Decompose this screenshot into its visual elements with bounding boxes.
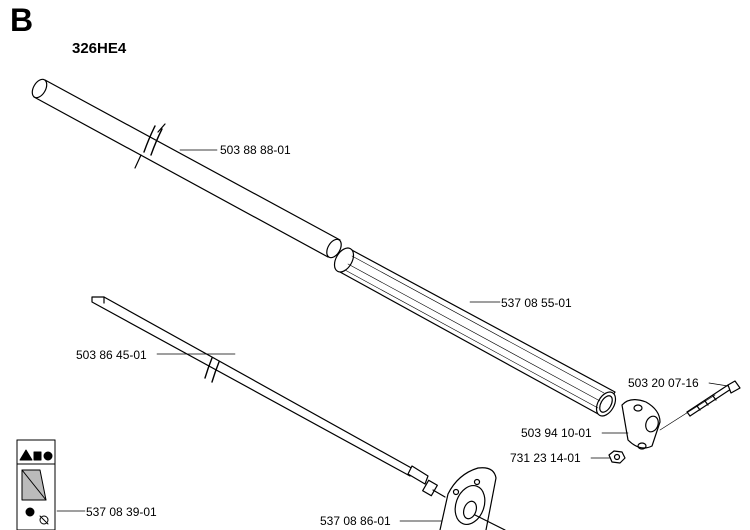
part-label-bolt: 503 20 07-16 <box>628 376 699 390</box>
part-label-tube-upper: 503 88 88-01 <box>220 143 291 157</box>
part-label-tube-sleeve: 537 08 55-01 <box>501 296 572 310</box>
tube-sleeve <box>333 247 617 417</box>
part-label-drive-shaft: 503 86 45-01 <box>76 348 147 362</box>
section-letter: B <box>10 2 34 38</box>
clamp <box>621 394 716 450</box>
model-title: 326HE4 <box>72 40 127 57</box>
part-label-gear-cover: 537 08 86-01 <box>320 514 391 528</box>
nut <box>608 450 626 464</box>
gear-cover <box>439 467 506 530</box>
bolt <box>686 380 741 417</box>
part-label-clamp: 503 94 10-01 <box>521 426 592 440</box>
upper-tube <box>31 78 342 259</box>
part-label-decal: 537 08 39-01 <box>86 505 157 519</box>
drive-shaft <box>91 296 446 498</box>
part-label-nut: 731 23 14-01 <box>510 451 581 465</box>
leader-lines <box>56 149 729 522</box>
warning-decal <box>16 439 56 530</box>
